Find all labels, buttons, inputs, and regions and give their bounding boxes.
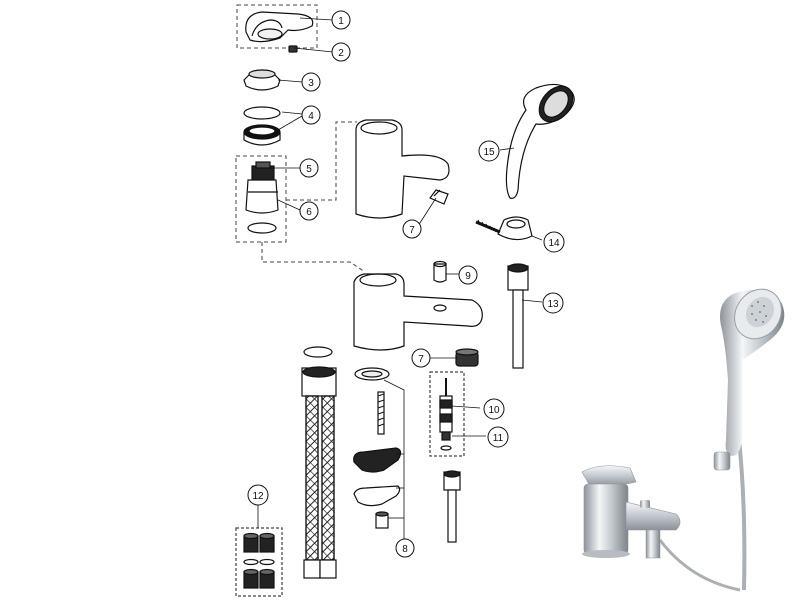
callout-2: 2 — [331, 42, 351, 62]
callout-11: 11 — [487, 426, 509, 448]
part-aerator-upper — [429, 189, 449, 205]
callout-9: 9 — [458, 265, 478, 285]
callout-1-label: 1 — [338, 16, 344, 27]
part-spout-tube — [443, 470, 461, 543]
callout-7-upper: 7 — [402, 219, 422, 239]
callout-6: 6 — [299, 201, 319, 221]
part-hand-shower — [505, 83, 575, 199]
part-flexible-hoses — [301, 346, 337, 579]
callout-8: 8 — [395, 538, 415, 558]
callout-7-lower-label: 7 — [418, 354, 424, 365]
callout-14-label: 14 — [548, 238, 560, 249]
callout-10: 10 — [483, 398, 505, 420]
callout-11-label: 11 — [493, 433, 504, 444]
callout-2-label: 2 — [338, 48, 344, 59]
part-fixing-kit — [353, 367, 402, 529]
callout-5-label: 5 — [306, 164, 312, 175]
leader-lines — [257, 17, 543, 546]
part-basin-mixer-body — [355, 119, 450, 219]
callout-7-upper-label: 7 — [409, 225, 415, 236]
callout-10-label: 10 — [488, 405, 500, 416]
callout-13-label: 13 — [547, 299, 559, 310]
part-fittings-set — [235, 527, 283, 597]
part-diverter-knob — [433, 260, 447, 283]
part-hose-connector — [507, 263, 529, 369]
product-photo — [581, 288, 785, 592]
part-oring-and-nut — [243, 106, 281, 146]
callout-8-label: 8 — [402, 544, 408, 555]
dashed-guides — [235, 4, 366, 273]
callout-3-label: 3 — [308, 78, 314, 89]
callout-1: 1 — [331, 10, 351, 30]
callout-7-lower: 7 — [411, 348, 431, 368]
line-drawing — [235, 4, 575, 597]
callout-4: 4 — [301, 105, 321, 125]
callout-5: 5 — [299, 158, 319, 178]
callout-14: 14 — [543, 231, 565, 253]
callout-3: 3 — [301, 72, 321, 92]
part-bath-shower-mixer-body — [353, 273, 483, 351]
callout-12: 12 — [247, 484, 269, 506]
callout-4-label: 4 — [308, 111, 314, 122]
part-diverter-cartridge — [429, 371, 465, 457]
photo-bath-mixer — [581, 465, 681, 559]
part-shower-holder — [475, 216, 533, 241]
part-grub-screw — [288, 45, 298, 53]
photo-hand-shower — [720, 288, 785, 456]
part-cover-cap — [243, 69, 281, 91]
callout-12-label: 12 — [252, 491, 264, 502]
callout-15-label: 15 — [483, 147, 495, 158]
part-aerator-lower — [455, 348, 479, 367]
callout-15: 15 — [478, 140, 500, 162]
part-handle-lever — [245, 11, 314, 43]
callout-9-label: 9 — [465, 271, 471, 282]
callout-13: 13 — [542, 292, 564, 314]
part-cartridge — [245, 161, 279, 234]
photo-holder — [713, 451, 731, 471]
callout-6-label: 6 — [306, 207, 312, 218]
